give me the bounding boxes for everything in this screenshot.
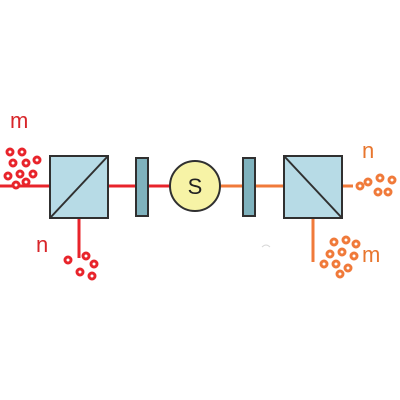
- right-wave-plate: [242, 157, 256, 217]
- label-input-left: m: [10, 108, 28, 133]
- source-circle: [169, 160, 221, 212]
- photon-cluster-input-left: [3, 147, 42, 190]
- photon-cluster-output-right: [355, 173, 397, 197]
- label-output-bottom-right: m: [362, 242, 380, 267]
- left-beam-splitter: [49, 155, 109, 219]
- label-output-right: n: [362, 138, 374, 163]
- faint-mark: [261, 244, 271, 248]
- photon-cluster-output-bottom-right: [319, 235, 361, 279]
- label-output-bottom-left: n: [36, 232, 48, 257]
- right-beam-splitter: [283, 155, 343, 219]
- source-label: S: [188, 174, 203, 199]
- photon-cluster-output-bottom-left: [63, 251, 99, 281]
- left-wave-plate: [135, 157, 149, 217]
